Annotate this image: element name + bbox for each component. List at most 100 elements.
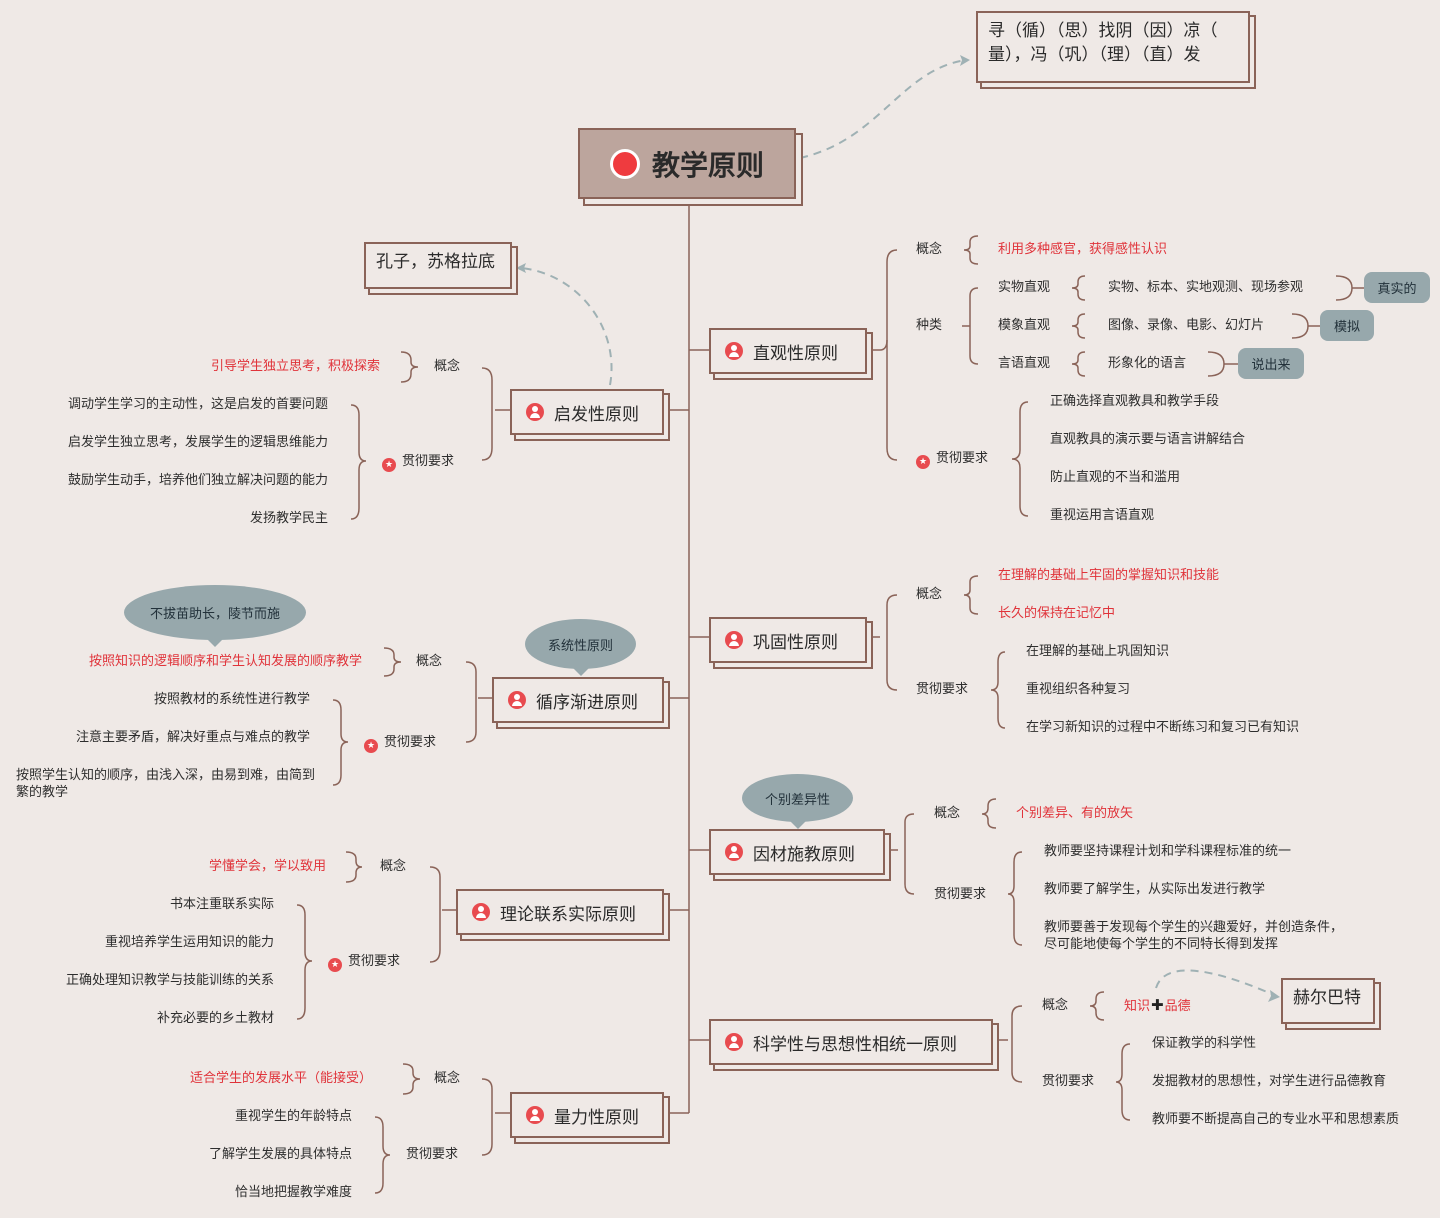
requirement-item: 重视学生的年龄特点 (234, 1109, 352, 1124)
requirement-item: 发掘教材的思想性，对学生进行品德教育 (1152, 1074, 1387, 1089)
type-name: 实物直观 (998, 280, 1051, 295)
requirement-item: 教师要坚持课程计划和学科课程标准的统一 (1044, 844, 1292, 859)
root-title: 教学原则 (651, 148, 764, 182)
type-detail: 实物、标本、实地观测、现场参观 (1108, 280, 1304, 295)
mnemonic-line-2: 量），冯（巩）（理）（直）发 (988, 45, 1201, 65)
requirement-item: 按照学生认知的顺序，由浅入深，由易到难，由简到繁的教学 (16, 768, 316, 800)
concept-text: 长久的保持在记忆中 (998, 606, 1116, 621)
requirement-item: 直观教具的演示要与语言讲解结合 (1050, 432, 1246, 447)
person-icon (526, 1106, 544, 1124)
requirements-label: 贯彻要求 (1042, 1074, 1095, 1089)
requirement-item: 按照教材的系统性进行教学 (153, 692, 310, 707)
xunxu-bubble: 系统性原则 (525, 619, 636, 676)
kexue-note-text: 赫尔巴特 (1293, 988, 1361, 1008)
node-title: 巩固性原则 (753, 632, 838, 653)
node-title: 直观性原则 (753, 343, 838, 364)
concept-label: 概念 (934, 806, 961, 821)
person-icon (725, 843, 743, 861)
requirement-item: 了解学生发展的具体特点 (208, 1147, 352, 1162)
concept-label: 概念 (416, 654, 443, 669)
requirements-label: 贯彻要求 (406, 1147, 459, 1162)
person-icon (508, 691, 526, 709)
requirement-item: 在学习新知识的过程中不断练习和复习已有知识 (1026, 720, 1300, 735)
node-title: 量力性原则 (554, 1107, 639, 1128)
node-lilun[interactable]: 理论联系实际原则 (456, 889, 664, 935)
types-label: 种类 (916, 318, 943, 333)
requirement-item: 保证教学的科学性 (1152, 1036, 1257, 1051)
node-title: 因材施教原则 (753, 844, 855, 865)
requirement-item: 发扬教学民主 (249, 511, 328, 526)
requirement-item: 书本注重联系实际 (169, 897, 274, 912)
concept-label: 概念 (434, 1071, 461, 1086)
concept-text: 适合学生的发展水平（能接受） (189, 1071, 372, 1086)
type-tag: 真实的 (1364, 272, 1430, 303)
node-yincai[interactable]: 因材施教原则 (709, 829, 885, 875)
concept-text: 按照知识的逻辑顺序和学生认知发展的顺序教学 (88, 654, 362, 669)
concept-text: 引导学生独立思考，积极探索 (210, 359, 380, 374)
proverb-bubble: 不拔苗助长，陵节而施 (124, 585, 306, 647)
requirement-item: 启发学生独立思考，发展学生的逻辑思维能力 (67, 435, 328, 450)
star-icon: ★ (916, 455, 930, 469)
concept-label: 概念 (434, 359, 461, 374)
requirement-item: 重视组织各种复习 (1026, 682, 1131, 697)
concept-text: 知识✚品德 (1124, 996, 1191, 1015)
requirements-label: ★贯彻要求 (382, 453, 454, 472)
mnemonic-note[interactable]: 寻（循）（思）找阴（因）凉（ 量），冯（巩）（理）（直）发 (976, 11, 1250, 83)
yincai-bubble: 个别差异性 (742, 774, 853, 829)
root-bullet-icon (609, 148, 640, 179)
mnemonic-line-1: 寻（循）（思）找阴（因）凉（ (988, 21, 1218, 41)
star-icon: ★ (364, 739, 378, 753)
root-node[interactable]: 教学原则 (578, 128, 796, 199)
requirement-item: 重视运用言语直观 (1050, 508, 1155, 523)
requirement-item: 正确选择直观教具和教学手段 (1050, 394, 1220, 409)
star-icon: ★ (328, 958, 342, 972)
node-kexue[interactable]: 科学性与思想性相统一原则 (709, 1019, 993, 1065)
type-name: 言语直观 (998, 356, 1051, 371)
node-title: 循序渐进原则 (536, 692, 638, 713)
person-icon (725, 1033, 743, 1051)
requirement-item: 在理解的基础上巩固知识 (1026, 644, 1170, 659)
concept-text: 在理解的基础上牢固的掌握知识和技能 (998, 568, 1220, 583)
requirement-item: 正确处理知识教学与技能训练的关系 (65, 973, 274, 988)
person-icon (526, 403, 544, 421)
requirements-label: 贯彻要求 (934, 887, 987, 902)
concept-label: 概念 (916, 587, 943, 602)
qifa-note[interactable]: 孔子，苏格拉底 (364, 242, 512, 289)
requirement-item: 教师要不断提高自己的专业水平和思想素质 (1152, 1112, 1400, 1127)
requirement-item: 防止直观的不当和滥用 (1050, 470, 1181, 485)
requirement-item: 恰当地把握教学难度 (234, 1185, 352, 1200)
requirement-item: 教师要善于发现每个学生的兴趣爱好，并创造条件，尽可能地使每个学生的不同特长得到发… (1044, 920, 1344, 952)
node-title: 启发性原则 (554, 404, 639, 425)
plus-icon: ✚ (1151, 996, 1164, 1014)
type-detail: 形象化的语言 (1108, 356, 1187, 371)
requirement-item: 注意主要矛盾，解决好重点与难点的教学 (75, 730, 310, 745)
requirement-item: 教师要了解学生，从实际出发进行教学 (1044, 882, 1266, 897)
qifa-note-text: 孔子，苏格拉底 (376, 252, 495, 272)
requirements-label: ★贯彻要求 (916, 450, 988, 469)
node-zhiguan[interactable]: 直观性原则 (709, 328, 867, 374)
requirement-item: 调动学生学习的主动性，这是启发的首要问题 (67, 397, 328, 412)
person-icon (472, 903, 490, 921)
node-title: 科学性与思想性相统一原则 (753, 1034, 957, 1055)
person-icon (725, 631, 743, 649)
concept-text: 学懂学会，学以致用 (208, 859, 326, 874)
node-liangli[interactable]: 量力性原则 (510, 1092, 664, 1138)
requirements-label: 贯彻要求 (916, 682, 969, 697)
kexue-note[interactable]: 赫尔巴特 (1281, 978, 1375, 1024)
concept-label: 概念 (916, 242, 943, 257)
node-xunxu[interactable]: 循序渐进原则 (492, 677, 664, 723)
concept-label: 概念 (380, 859, 407, 874)
concept-text: 个别差异、有的放矢 (1016, 806, 1134, 821)
requirement-item: 补充必要的乡土教材 (156, 1011, 274, 1026)
node-qifa[interactable]: 启发性原则 (510, 389, 664, 435)
node-gonggu[interactable]: 巩固性原则 (709, 617, 867, 663)
type-tag: 说出来 (1238, 348, 1304, 379)
concept-text: 利用多种感官，获得感性认识 (998, 242, 1168, 257)
type-detail: 图像、录像、电影、幻灯片 (1108, 318, 1265, 333)
type-name: 模象直观 (998, 318, 1051, 333)
requirements-label: ★贯彻要求 (328, 953, 400, 972)
star-icon: ★ (382, 458, 396, 472)
node-title: 理论联系实际原则 (500, 904, 636, 925)
requirements-label: ★贯彻要求 (364, 734, 436, 753)
